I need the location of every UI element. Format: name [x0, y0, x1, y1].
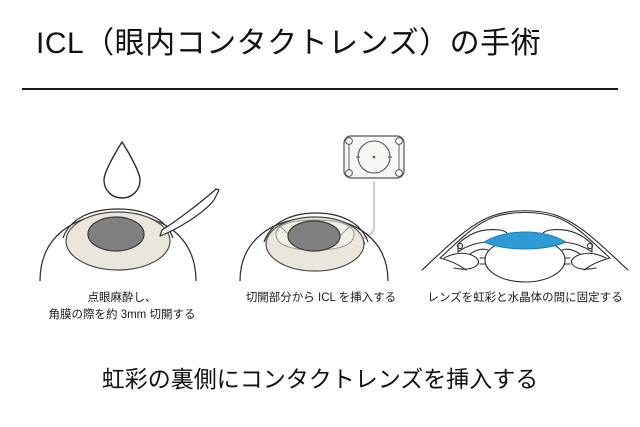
pupil-shape: [287, 220, 341, 252]
title-divider: [22, 88, 618, 90]
eye-cross-section-illustration: [414, 118, 636, 290]
icl-blue-lens-icon: [482, 231, 568, 250]
icl-lens-icon: [343, 135, 405, 179]
eye-with-eyedrop-and-scalpel-illustration: [18, 118, 226, 290]
pupil-shape: [87, 216, 145, 252]
step-caption-fixate-lens: レンズを虹彩と水晶体の間に固定する: [414, 290, 636, 307]
caption-line: 切開部分から ICL を挿入する: [245, 292, 397, 304]
eyedrop-icon: [103, 141, 141, 199]
caption-line: 点眼麻酔し、: [87, 292, 157, 304]
summary-text: 虹彩の裏側にコンタクトレンズを挿入する: [101, 366, 539, 392]
scalpel-icon: [159, 188, 220, 237]
step-panel-anesthesia-incision: 点眼麻酔し、 角膜の際を約 3mm 切開する: [18, 118, 226, 333]
step-caption-insert-icl: 切開部分から ICL を挿入する: [226, 290, 416, 307]
page-title: ICL（眼内コンタクトレンズ）の手術: [36, 27, 542, 60]
step-caption-anesthesia-incision: 点眼麻酔し、 角膜の際を約 3mm 切開する: [18, 290, 226, 324]
eye-with-icl-lens-illustration: [226, 118, 416, 290]
step-panel-insert-icl: 切開部分から ICL を挿入する: [226, 118, 416, 333]
eye-cross-section-icon: [421, 210, 629, 283]
caption-line: 角膜の際を約 3mm 切開する: [48, 309, 196, 321]
step-panel-fixate-lens: レンズを虹彩と水晶体の間に固定する: [414, 118, 636, 333]
caption-line: レンズを虹彩と水晶体の間に固定する: [427, 292, 623, 304]
cornea-arc: [263, 212, 369, 243]
cornea-arc: [62, 208, 174, 239]
